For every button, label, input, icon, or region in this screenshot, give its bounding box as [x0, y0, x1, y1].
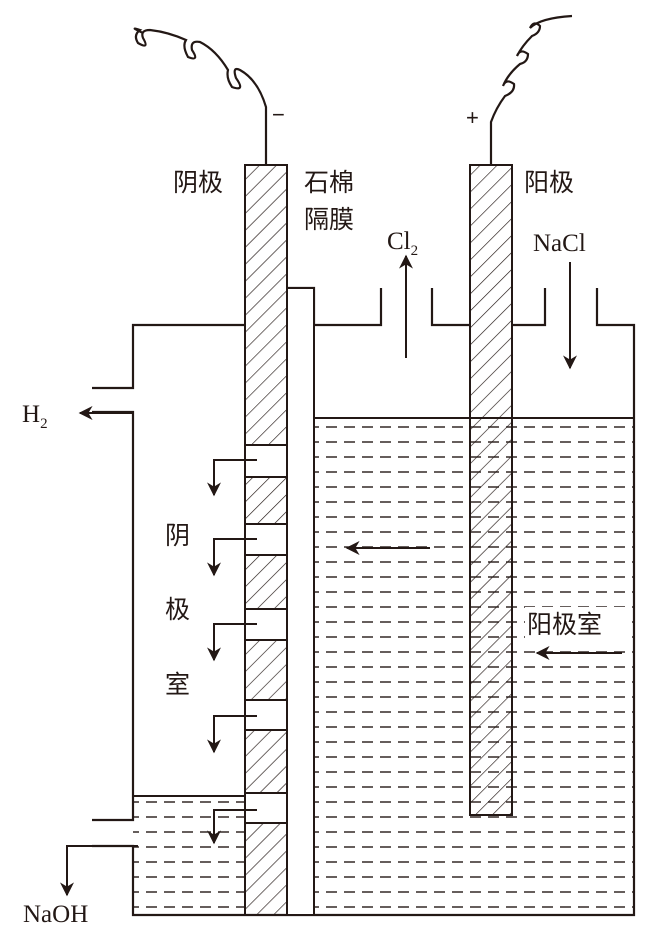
h2-label: H2 [22, 401, 48, 432]
naoh-arrow-icon [60, 845, 138, 897]
flow-arrow-icon [207, 809, 257, 845]
anode-sign: + [466, 105, 479, 130]
naoh-label: NaOH [23, 901, 88, 928]
nacl-label: NaCl [533, 230, 586, 257]
cathode-sign: − [272, 102, 285, 127]
anode-chamber-label-bg [525, 607, 625, 639]
flow-arrow-icon [207, 538, 257, 577]
anode-wire-icon [489, 14, 573, 165]
flow-arrow-icon [207, 623, 257, 662]
anode-label: 阳极 [524, 168, 574, 197]
cathode-chamber-label-char: 极 [165, 595, 190, 624]
cathode-chamber-solution [133, 796, 245, 915]
flow-arrow-icon [207, 715, 257, 754]
membrane-label-line1: 石棉 [304, 168, 354, 197]
cathode-chamber-label-char: 阴 [165, 521, 190, 550]
cathode-wire-icon [133, 27, 268, 165]
flow-arrow-icon [207, 459, 257, 497]
cathode-chamber-label-char: 室 [165, 670, 190, 699]
cathode-window [244, 792, 288, 824]
cathode-label: 阴极 [173, 168, 223, 197]
membrane-label-line2: 隔膜 [304, 205, 354, 234]
cl2-label: Cl2 [387, 228, 418, 259]
asbestos-membrane [286, 287, 315, 916]
anode-chamber-label: 阳极室 [527, 610, 602, 639]
anode-electrode [469, 164, 513, 816]
